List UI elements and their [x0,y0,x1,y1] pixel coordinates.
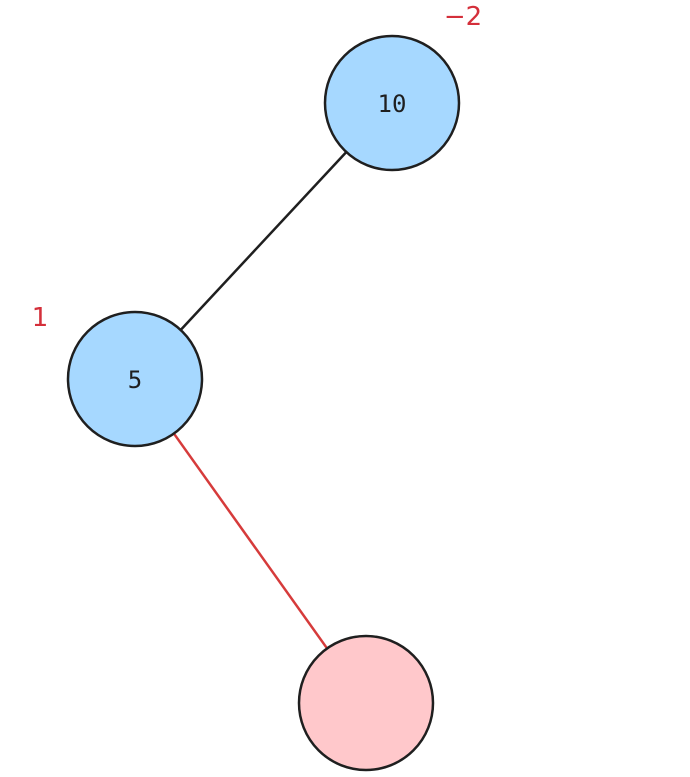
node-value: 5 [128,366,142,394]
edges-layer [172,151,348,650]
node-circle [323,34,461,172]
node-circle [66,310,204,448]
tree-node-n10: 10 [323,34,461,172]
tree-node-nNew [297,634,435,772]
balance-factor-n5: 1 [32,303,49,333]
edge-n5-nNew [172,432,329,650]
balance-factor-layer: −2 1 [32,2,482,333]
node-value: 10 [378,90,407,118]
balance-factor-n10: −2 [444,2,482,32]
edge-n10-n5 [179,151,348,331]
node-circle [297,634,435,772]
tree-node-n5: 5 [66,310,204,448]
nodes-layer: 10 5 [66,34,461,772]
